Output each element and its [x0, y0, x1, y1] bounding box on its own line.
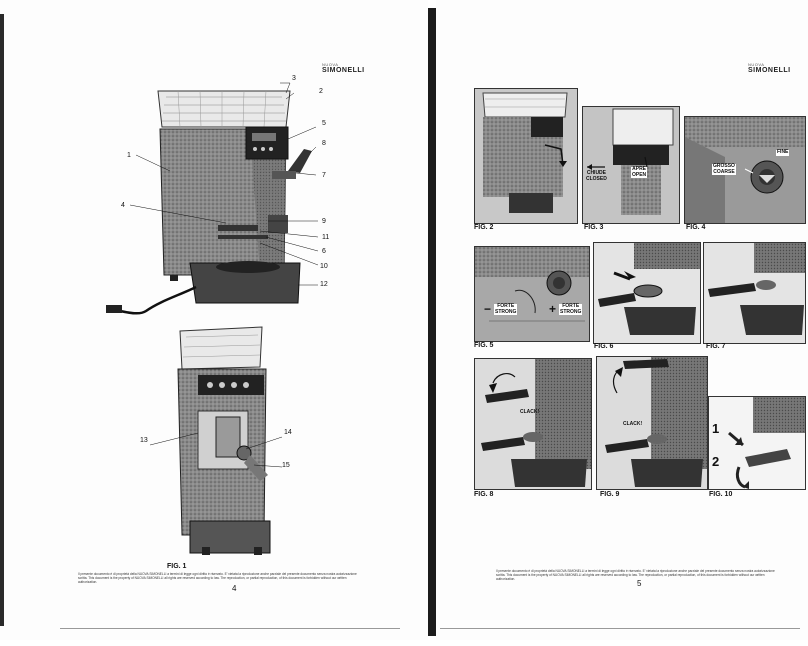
fig9-photo [596, 356, 708, 490]
right-footer-text: Il presente documento è di proprietà del… [496, 569, 775, 581]
fig4-fine-label: FINE [776, 149, 790, 156]
fig10-step-2: 2 [712, 454, 720, 469]
fig4-coarse-en: COARSE [713, 168, 735, 175]
fig5-label: FIG. 5 [474, 342, 494, 349]
callout-8: 8 [322, 140, 326, 147]
fig7-label: FIG. 7 [706, 343, 726, 350]
fig3-open-en: OPEN [632, 171, 647, 178]
brand-logo-left: NUOVA SIMONELLI [322, 62, 365, 74]
page-edge [0, 14, 4, 626]
fig1-label: FIG. 1 [167, 563, 187, 570]
right-page-number: 5 [637, 579, 642, 588]
fig4-coarse-it: GROSSO [713, 163, 735, 169]
callout-6: 6 [322, 248, 326, 255]
fig3-label: FIG. 3 [584, 224, 604, 231]
grinder-illustration-cutaway [150, 326, 283, 555]
page-bottom-edge-right [440, 628, 800, 629]
fig4-photo [684, 116, 806, 224]
fig5-strong-it: FORTE [562, 303, 580, 309]
page-bottom-edge-left [60, 628, 400, 629]
fig3-closed-it: CHIUDE [586, 170, 606, 176]
fig6-label: FIG. 6 [594, 343, 614, 350]
book-gutter [428, 8, 436, 636]
callout-4: 4 [121, 202, 125, 209]
fig3-photo [582, 106, 680, 224]
fig5-strong-en: STRONG [560, 308, 582, 315]
grinder-illustration-main [106, 82, 319, 315]
fig3-open-it: APRE [632, 166, 647, 172]
fig8-label: FIG. 8 [474, 491, 494, 498]
fig10-label: FIG. 10 [709, 491, 733, 498]
brand-sub: NUOVA [322, 62, 339, 67]
callout-3: 3 [292, 75, 296, 82]
fig8-photo [474, 358, 592, 490]
fig4-label: FIG. 4 [686, 224, 706, 231]
callout-5: 5 [322, 120, 326, 127]
fig5-plus-sign: + [549, 302, 557, 316]
callout-15: 15 [282, 462, 290, 469]
fig5-minus-sign: − [484, 302, 492, 316]
fig2-label: FIG. 2 [474, 224, 494, 231]
callout-11: 11 [322, 234, 330, 241]
fig2-photo [474, 88, 578, 224]
left-footer-text: Il presente documento è di proprietà del… [78, 572, 357, 584]
brand-name-right: SIMONELLI [748, 67, 791, 74]
fig5-weak-en: STRONG [495, 308, 517, 315]
callout-12: 12 [320, 281, 328, 288]
fig6-photo [593, 242, 701, 344]
brand-logo-right: NUOVA SIMONELLI [748, 62, 791, 74]
brand-sub-right: NUOVA [748, 62, 765, 67]
fig10-photo [708, 396, 806, 490]
fig9-clack-label: CLACK! [623, 421, 643, 427]
fig9-label: FIG. 9 [600, 491, 620, 498]
callout-7: 7 [322, 172, 326, 179]
left-page-number: 4 [232, 584, 237, 593]
fig10-step-1: 1 [712, 421, 720, 436]
callout-9: 9 [322, 218, 326, 225]
callout-1: 1 [127, 152, 131, 159]
callout-2: 2 [319, 88, 323, 95]
callout-10: 10 [320, 263, 328, 270]
brand-name: SIMONELLI [322, 67, 365, 74]
fig8-clack-label: CLACK! [520, 409, 540, 415]
fig7-photo [703, 242, 806, 344]
callout-14: 14 [284, 429, 292, 436]
fig5-photo [474, 246, 590, 342]
fig3-closed-en: CLOSED [586, 175, 607, 182]
fig5-weak-it: FORTE [497, 303, 515, 309]
callout-13: 13 [140, 437, 148, 444]
